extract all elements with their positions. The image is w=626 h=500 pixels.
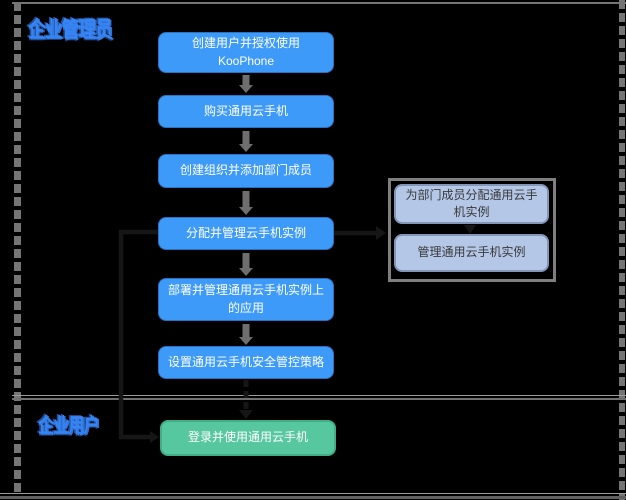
flow-step-create-user-authorize-koophone: 创建用户并授权使用 KooPhone xyxy=(158,32,334,73)
arrow-step3-to-step4 xyxy=(239,191,253,215)
flow-step-assign-manage-instances: 分配并管理云手机实例 xyxy=(158,217,334,250)
flow-step-login-use-cloud-phone: 登录并使用通用云手机 xyxy=(160,420,336,456)
connector-step4-to-login xyxy=(118,229,159,443)
lane-label-enterprise-user: 企业用户 xyxy=(38,415,100,437)
frame-left-dashed-border xyxy=(14,2,21,498)
group-step-assign-instances-to-members: 为部门成员分配通用云手机实例 xyxy=(394,184,549,224)
arrow-step4-to-step5 xyxy=(239,253,253,276)
arrow-step5-to-step6 xyxy=(239,324,253,345)
frame-right-dashed-border xyxy=(619,0,625,500)
arrow-step4-to-group xyxy=(334,226,386,240)
arrow-step1-to-step2 xyxy=(239,75,253,93)
frame-bottom-line xyxy=(0,493,626,494)
assign-manage-group-container xyxy=(388,178,556,282)
flow-step-create-org-add-members: 创建组织并添加部门成员 xyxy=(158,154,334,188)
frame-bottom-line-thick xyxy=(0,496,626,499)
lane-label-enterprise-admin: 企业管理员 xyxy=(28,17,113,42)
flow-step-deploy-manage-apps: 部署并管理通用云手机实例上的应用 xyxy=(158,278,334,321)
group-step-manage-instances: 管理通用云手机实例 xyxy=(394,234,549,272)
lane-divider-line-thick xyxy=(12,398,626,400)
flow-step-set-security-policy: 设置通用云手机安全管控策略 xyxy=(158,346,334,379)
lane-divider-line xyxy=(12,395,626,396)
arrow-step2-to-step3 xyxy=(239,131,253,152)
frame-top-border xyxy=(12,2,626,4)
flow-step-purchase-cloud-phone: 购买通用云手机 xyxy=(158,95,334,128)
